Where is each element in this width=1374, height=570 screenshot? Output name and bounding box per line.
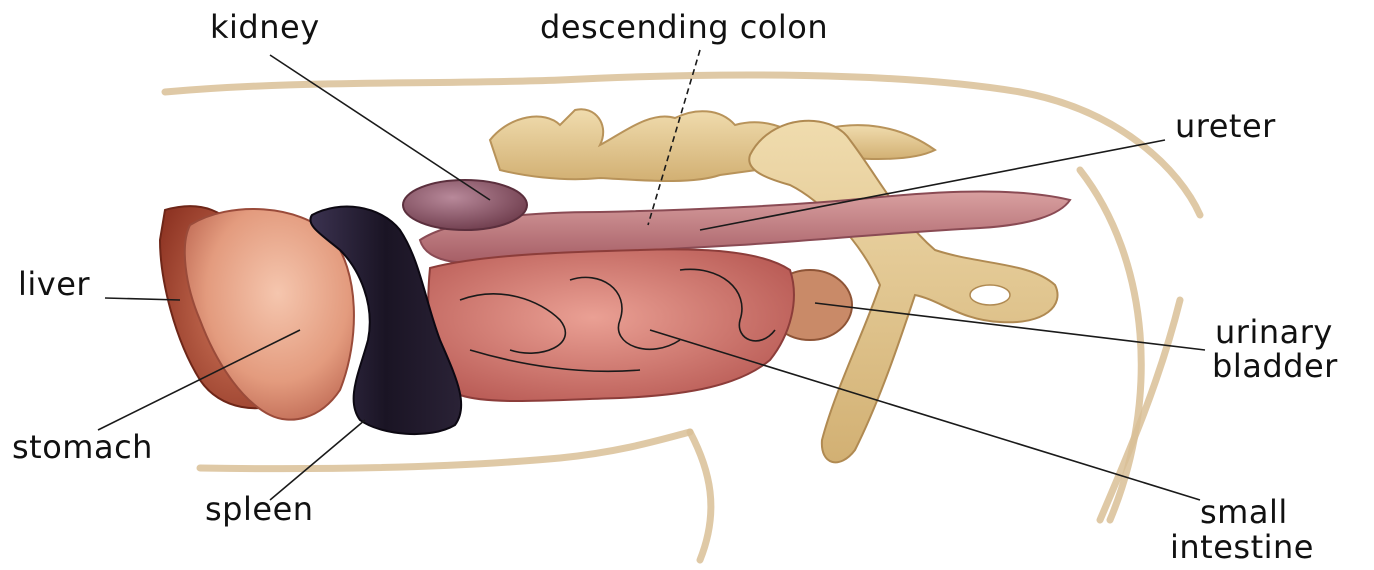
label-descending-colon: descending colon bbox=[540, 8, 828, 46]
label-stomach: stomach bbox=[12, 428, 153, 466]
kidney-leader bbox=[270, 55, 490, 200]
label-kidney: kidney bbox=[210, 8, 320, 46]
spleen-leader bbox=[270, 420, 365, 500]
label-ureter: ureter bbox=[1175, 107, 1276, 145]
label-urinary-bladder-line1: urinary bbox=[1215, 313, 1333, 351]
small-intestine bbox=[428, 249, 794, 401]
label-liver: liver bbox=[18, 265, 90, 303]
label-spleen: spleen bbox=[205, 490, 314, 528]
label-urinary-bladder-line2: bladder bbox=[1212, 347, 1338, 385]
small-intestine-leader bbox=[650, 330, 1200, 500]
label-small-intestine-line1: small bbox=[1200, 493, 1288, 531]
kidney bbox=[403, 180, 527, 230]
label-small-intestine-line2: intestine bbox=[1170, 528, 1314, 566]
